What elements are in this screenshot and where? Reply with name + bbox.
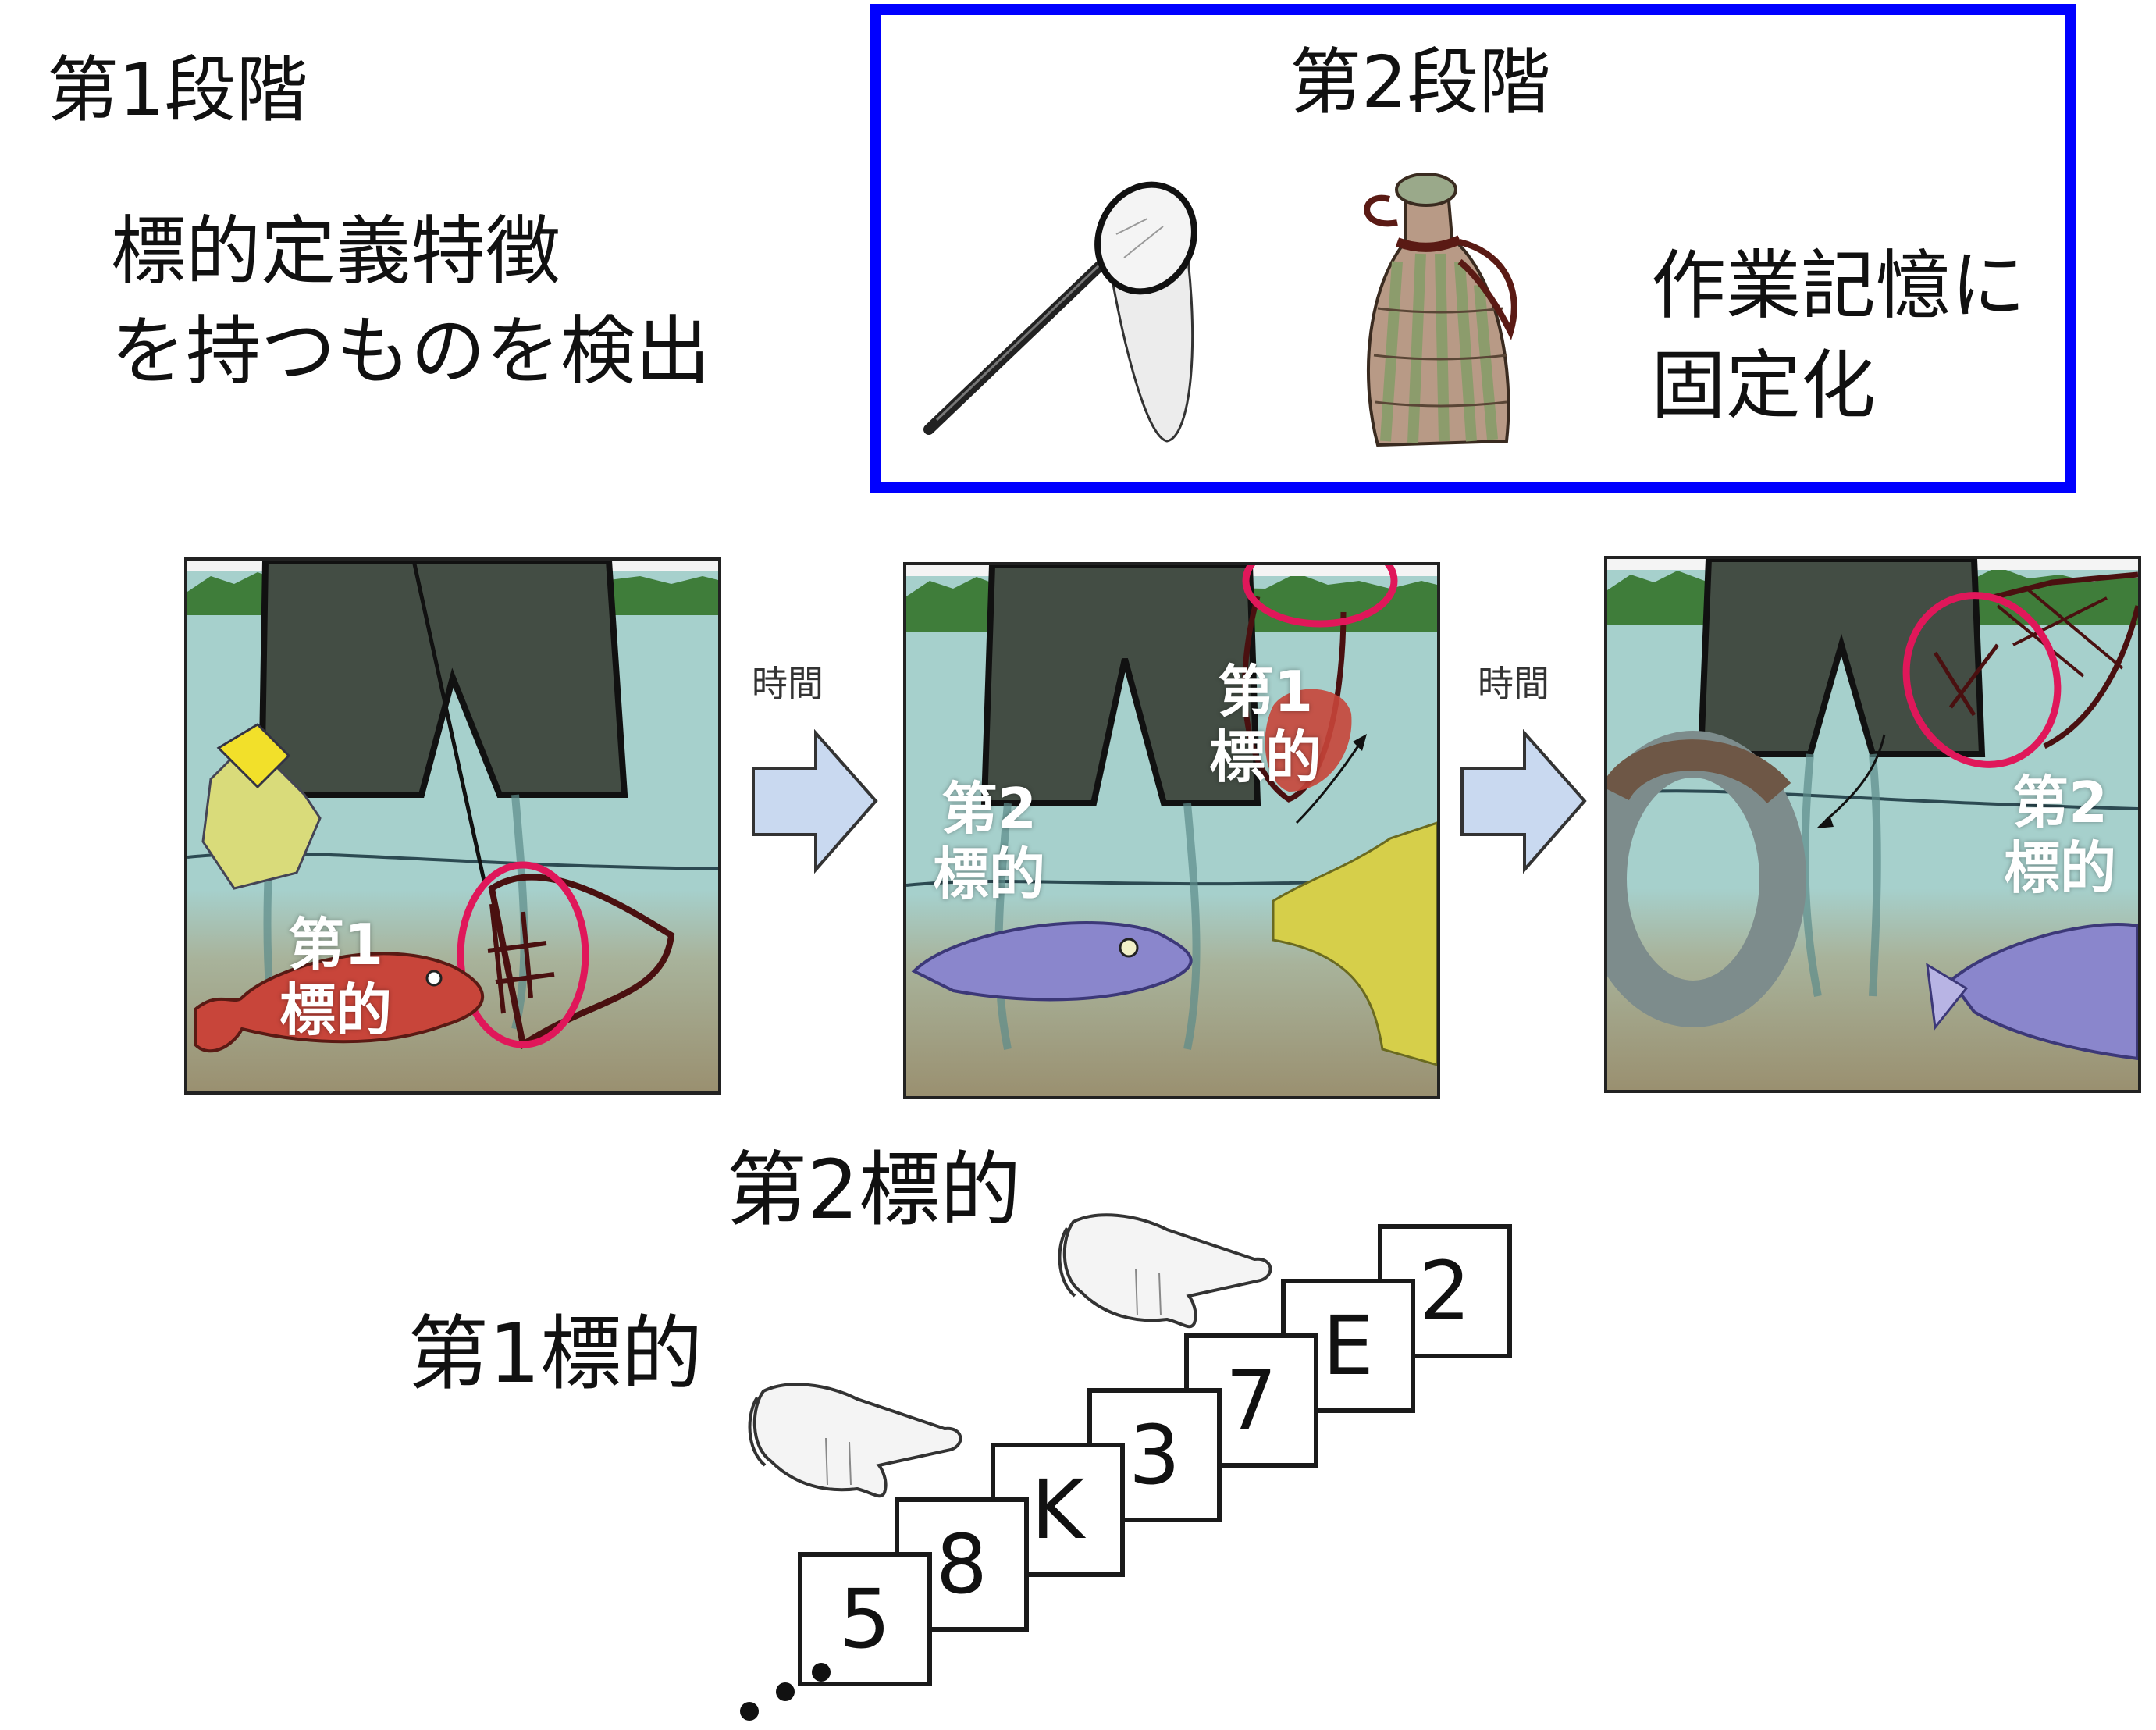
- continuation-dot: [812, 1663, 831, 1682]
- pointing-hand-icon: [1058, 1213, 1272, 1329]
- stage2-title: 第2段階: [1290, 41, 1551, 124]
- target-label: 第2 標的: [933, 776, 1045, 907]
- target-label-line: 標的: [1209, 724, 1322, 790]
- time-label: 時間: [1478, 663, 1549, 705]
- target-label-line: 標的: [279, 977, 393, 1043]
- target-label: 第1 標的: [279, 912, 392, 1043]
- scene-illustration: [906, 565, 1437, 1096]
- first-target-label: 第1標的: [407, 1306, 703, 1401]
- time-arrow-icon: [752, 729, 878, 874]
- stage1-description-line: を持つものを検出: [111, 308, 710, 395]
- stage2-description-line: 固定化: [1651, 342, 1876, 429]
- stage2-description-line: 作業記憶に: [1651, 242, 2026, 329]
- time-arrow-icon: [1460, 729, 1587, 874]
- scene-panel-1: 第1 標的: [184, 557, 721, 1095]
- stage1-title: 第1段階: [47, 48, 308, 132]
- target-label-line: 第1: [1217, 659, 1314, 724]
- target-label: 第2 標的: [2004, 770, 2116, 901]
- stage1-description: 標的定義特徴 を持つものを検出: [111, 201, 710, 401]
- target-label: 第1 標的: [1209, 659, 1322, 790]
- continuation-dot: [776, 1682, 795, 1701]
- stage2-description: 作業記憶に 固定化: [1651, 236, 2026, 436]
- continuation-dot: [740, 1702, 759, 1721]
- target-label-line: 第2: [941, 776, 1037, 842]
- fish-basket-icon: [1364, 173, 1517, 447]
- target-label-line: 第2: [2012, 770, 2108, 835]
- scene-illustration: [1607, 559, 2138, 1090]
- pointing-hand-icon: [748, 1383, 962, 1498]
- scene-panel-2: 第1 標的 第2 標的: [903, 562, 1440, 1099]
- net-icon: [923, 181, 1197, 443]
- scene-panel-3: 第2 標的: [1604, 556, 2141, 1093]
- target-label-line: 第1: [287, 912, 384, 977]
- second-target-label: 第2標的: [726, 1142, 1022, 1237]
- target-label-line: 標的: [2004, 835, 2117, 901]
- target-label-line: 標的: [933, 842, 1046, 907]
- stage1-description-line: 標的定義特徴: [111, 208, 560, 295]
- time-label: 時間: [752, 663, 824, 705]
- scene-illustration: [187, 561, 718, 1091]
